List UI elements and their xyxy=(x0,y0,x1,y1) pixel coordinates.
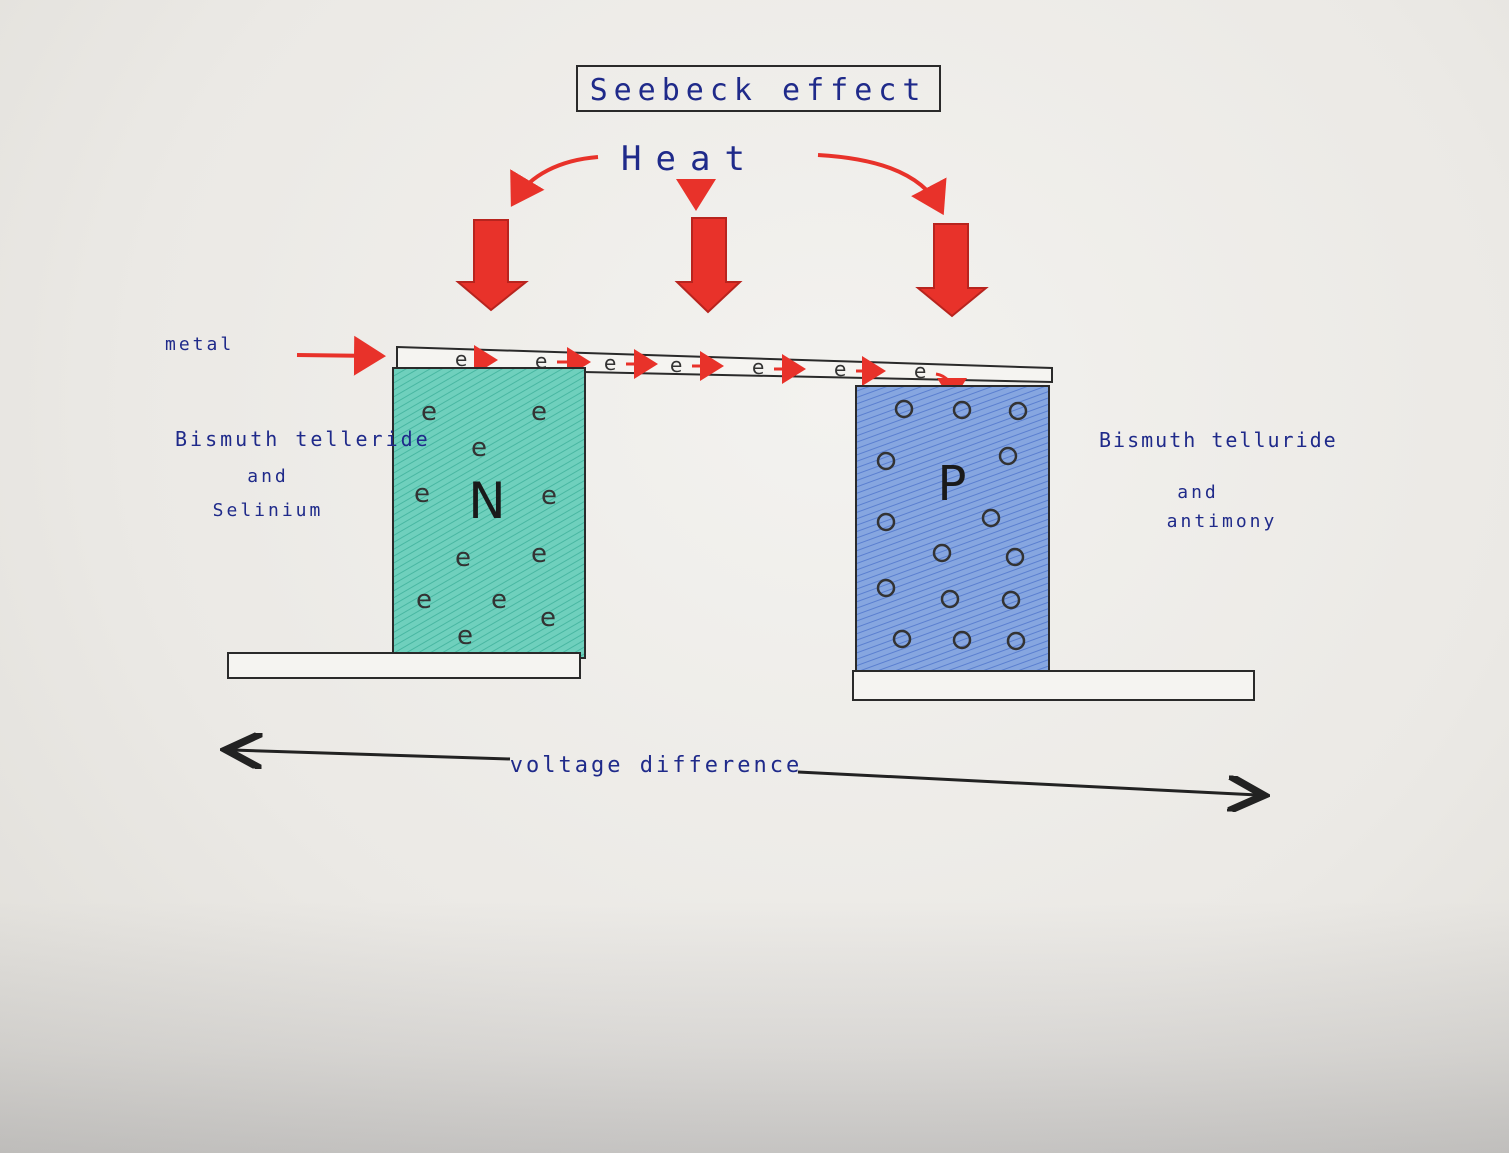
diagram-title: Seebeck effect xyxy=(590,73,927,108)
p-material-line3: antimony xyxy=(1167,511,1278,532)
svg-text:e: e xyxy=(604,351,616,375)
n-material-line2: and xyxy=(247,466,289,487)
n-type-letter: N xyxy=(468,472,505,530)
svg-text:e: e xyxy=(531,397,547,427)
heat-curve-left xyxy=(510,155,599,207)
heat-arrow-3 xyxy=(915,223,989,318)
svg-text:e: e xyxy=(416,585,432,615)
metal-arrow xyxy=(296,335,386,376)
p-material-line2: and xyxy=(1177,482,1219,503)
n-side-electrode xyxy=(227,652,581,679)
svg-text:e: e xyxy=(455,543,471,573)
n-type-block xyxy=(392,367,586,659)
svg-text:e: e xyxy=(541,481,557,511)
svg-text:e: e xyxy=(752,355,764,379)
svg-text:e: e xyxy=(670,353,682,377)
p-type-letter: P xyxy=(938,456,967,512)
svg-text:e: e xyxy=(834,357,846,381)
heat-arrow-1 xyxy=(455,219,529,312)
n-type-electrons: e e e e e e e e e e e xyxy=(414,397,557,651)
metal-label: metal xyxy=(165,334,234,355)
heat-arrow-2 xyxy=(674,217,743,314)
photo-shadow xyxy=(0,900,1509,1153)
n-material-line1: Bismuth telleride xyxy=(175,427,431,451)
voltage-arrow-left xyxy=(232,750,511,759)
svg-text:e: e xyxy=(455,347,467,371)
svg-text:e: e xyxy=(914,359,926,383)
voltage-arrow-right xyxy=(797,770,1258,795)
voltage-label: voltage difference xyxy=(510,753,802,778)
heat-label: Heat xyxy=(621,139,759,179)
svg-text:e: e xyxy=(531,539,547,569)
p-type-holes xyxy=(876,399,1028,651)
n-material-line3: Selinium xyxy=(213,500,324,521)
p-side-electrode xyxy=(852,670,1255,701)
heat-curve-right xyxy=(817,153,947,216)
title-box: Seebeck effect xyxy=(576,65,941,112)
svg-text:e: e xyxy=(540,603,556,633)
svg-text:e: e xyxy=(457,621,473,651)
svg-text:e: e xyxy=(491,585,507,615)
svg-text:e: e xyxy=(471,433,487,463)
metal-bridge xyxy=(396,345,1053,384)
svg-text:e: e xyxy=(414,479,430,509)
svg-text:e: e xyxy=(421,397,437,427)
p-material-line1: Bismuth telluride xyxy=(1099,428,1338,452)
